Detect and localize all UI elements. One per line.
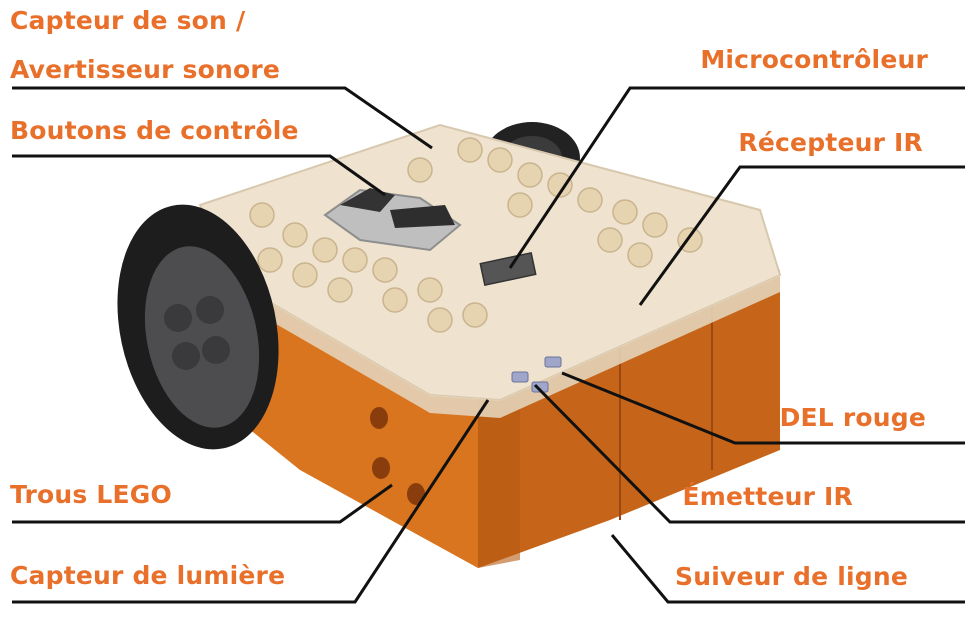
leader-buttons (12, 154, 386, 197)
lego-holes-graphic (370, 407, 425, 505)
leader-led (561, 371, 965, 445)
label-line-follower: Suiveur de ligne (675, 562, 908, 591)
label-sound-sensor: Capteur de son / (10, 6, 246, 35)
label-microcontroller: Microcontrôleur (700, 45, 928, 74)
leader-light (12, 399, 490, 604)
leader-lines (12, 86, 965, 604)
leader-micro (508, 86, 965, 269)
label-ir-receiver: Récepteur IR (738, 128, 923, 157)
body-side-face (478, 270, 780, 568)
front-wheel (117, 204, 279, 450)
leader-irrx (638, 165, 965, 306)
leader-sound (12, 86, 433, 150)
leader-line (610, 534, 965, 604)
top-studs (249, 137, 703, 333)
label-light-sensor: Capteur de lumière (10, 561, 286, 590)
microcontroller-chip (479, 251, 537, 287)
label-ir-emitter: Émetteur IR (682, 482, 853, 511)
leader-lego (12, 483, 393, 524)
label-lego-holes: Trous LEGO (10, 480, 172, 509)
leader-irtx (533, 383, 965, 524)
label-buzzer: Avertisseur sonore (10, 55, 281, 84)
label-red-led: DEL rouge (779, 403, 926, 432)
label-control-buttons: Boutons de contrôle (10, 116, 299, 145)
